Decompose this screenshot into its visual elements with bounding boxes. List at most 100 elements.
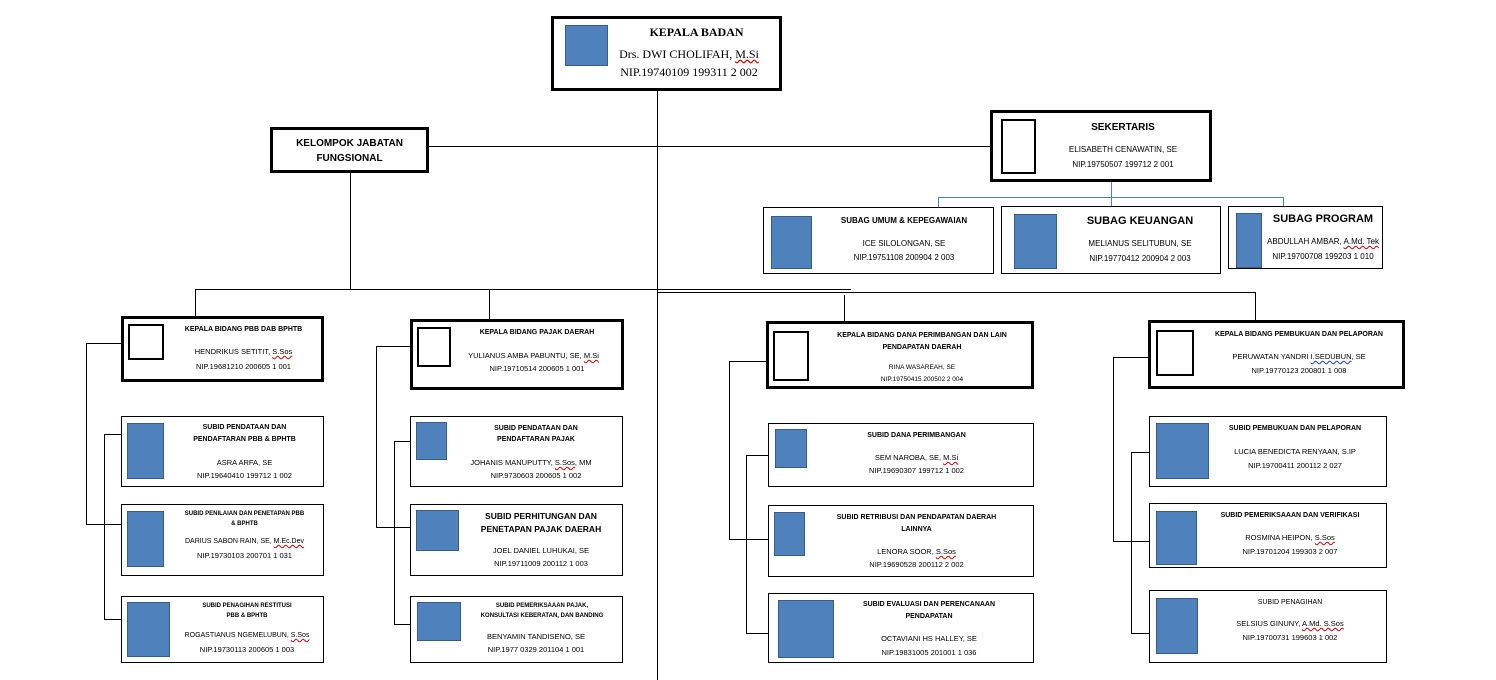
subid-pembukuan-3-name-main: SELSIUS GINUNY, xyxy=(1236,619,1303,628)
subag-program-title: SUBAG PROGRAM xyxy=(1272,213,1374,225)
bidang-perimbangan-name: RINA WASAREAH, SE xyxy=(888,364,956,371)
connector-col1-outer-v xyxy=(86,343,87,524)
subid-pajak-1-box[interactable]: SUBID PENDATAAN DAN PENDAFTARAN PAJAK JO… xyxy=(410,416,623,487)
subid-pbb-3-name: ROGASTIANUS NGEMELUBUN, S.Sos xyxy=(172,632,322,639)
subag-umum-name: ICE SILOLONGAN, SE xyxy=(862,239,946,248)
bidang-pajak-title: KEPALA BIDANG PAJAK DAERAH xyxy=(479,329,595,336)
subid-pembukuan-2-box[interactable]: SUBID PEMERIKSAAAN DAN VERIFIKASI ROSMIN… xyxy=(1149,503,1387,568)
subid-pajak-3-title1: SUBID PEMERIKSAAAN PAJAK, xyxy=(495,603,589,609)
subid-pajak-3-title2: KONSULTASI KEBERATAN, DAN BANDING xyxy=(480,613,604,619)
bidang-pbb-nip: NIP.19681210 200605 1 001 xyxy=(196,362,291,371)
subid-pajak-1-photo xyxy=(416,422,447,460)
bidang-pajak-box[interactable]: KEPALA BIDANG PAJAK DAERAH YULIANUS AMBA… xyxy=(410,319,624,390)
subid-pembukuan-2-nip: NIP.19701204 199303 2 007 xyxy=(1242,547,1338,556)
subid-pembukuan-1-box[interactable]: SUBID PEMBUKUAN DAN PELAPORAN LUCIA BENE… xyxy=(1149,416,1387,487)
subid-pbb-3-title2: PBB & BPHTB xyxy=(226,613,268,619)
subid-pajak-1-name: JOHANIS MANUPUTTY, S.Sos, MM xyxy=(441,458,621,467)
connector-col1-h3 xyxy=(104,434,122,435)
subid-pembukuan-1-name: LUCIA BENEDICTA RENYAAN, S.IP xyxy=(1234,447,1356,456)
bidang-pajak-name-degree: M.Si xyxy=(583,351,599,360)
subid-pbb-2-title2: & BPHTB xyxy=(231,521,258,527)
subag-program-box[interactable]: SUBAG PROGRAM ABDULLAH AMBAR, A.Md. Tek … xyxy=(1228,206,1383,269)
subag-program-photo xyxy=(1236,213,1262,268)
bidang-pembukuan-box[interactable]: KEPALA BIDANG PEMBUKUAN DAN PELAPORAN PE… xyxy=(1148,320,1405,389)
subid-perimbangan-3-title2: PENDAPATAN xyxy=(905,613,953,620)
bidang-perimbangan-title2: PENDAPATAN DAERAH xyxy=(882,344,962,351)
subid-pajak-2-photo xyxy=(416,510,459,551)
subid-pbb-2-name: DARIUS SABON RAIN, SE, M.Ec.Dev xyxy=(167,538,322,545)
head-title: KEPALA BADAN xyxy=(649,25,744,39)
subid-perimbangan-2-box[interactable]: SUBID RETRIBUSI DAN PENDAPATAN DAERAH LA… xyxy=(768,505,1034,577)
connector-bidang2-drop xyxy=(489,289,490,320)
sekertaris-title: SEKERTARIS xyxy=(1091,122,1155,133)
subid-perimbangan-1-name: SEM NAROBA, SE, M.Si xyxy=(809,453,1024,462)
connector-bidang4-drop xyxy=(1255,293,1256,321)
bidang-pbb-box[interactable]: KEPALA BIDANG PBB DAB BPHTB HENDRIKUS SE… xyxy=(121,316,324,382)
subid-perimbangan-1-box[interactable]: SUBID DANA PERIMBANGAN SEM NAROBA, SE, M… xyxy=(768,423,1034,487)
subag-umum-nip: NIP.19751108 200904 2 003 xyxy=(853,253,955,262)
connector-bidang-bar-right xyxy=(657,292,1256,293)
subid-pbb-2-name-degree: M.Ec.Dev xyxy=(273,538,305,545)
subid-pajak-1-name-main: JOHANIS MANUPUTTY, xyxy=(470,458,555,467)
connector-col4-h4 xyxy=(1131,633,1149,634)
subid-pbb-3-box[interactable]: SUBID PENAGIHAN RESTITUSI PBB & BPHTB RO… xyxy=(121,596,324,663)
connector-staff-line xyxy=(429,146,992,147)
connector-bidang1-drop xyxy=(195,289,196,318)
subag-keuangan-nip: NIP.19770412 200904 2 003 xyxy=(1089,254,1191,263)
subid-pbb-2-box[interactable]: SUBID PENILAIAN DAN PENETAPAN PBB & BPHT… xyxy=(121,504,324,576)
subag-keuangan-box[interactable]: SUBAG KEUANGAN MELIANUS SELITUBUN, SE NI… xyxy=(1001,206,1221,274)
subag-program-nip: NIP.19700708 199203 1 010 xyxy=(1272,252,1374,261)
subid-perimbangan-2-title2: LAINNYA xyxy=(901,526,932,533)
subid-pajak-2-title2: PENETAPAN PAJAK DAERAH xyxy=(480,524,602,534)
fungsional-line2: FUNGSIONAL xyxy=(316,153,383,164)
subid-perimbangan-2-nip: NIP.19690528 200112 2 002 xyxy=(869,560,964,569)
bidang-perimbangan-title1: KEPALA BIDANG DANA PERIMBANGAN DAN LAIN xyxy=(837,332,1007,339)
connector-bidang3-drop xyxy=(844,295,845,323)
sekertaris-name: ELISABETH CENAWATIN, SE xyxy=(1068,145,1178,154)
head-name-degree: M.Si xyxy=(735,47,759,61)
subag-umum-box[interactable]: SUBAG UMUM & KEPEGAWAIAN ICE SILOLONGAN,… xyxy=(763,207,994,274)
connector-col4-inner-v xyxy=(1131,452,1132,633)
subid-perimbangan-3-box[interactable]: SUBID EVALUASI DAN PERENCANAAN PENDAPATA… xyxy=(768,593,1034,663)
connector-subag3-drop xyxy=(1283,197,1284,206)
subid-perimbangan-1-name-degree: M.Si xyxy=(943,453,959,462)
head-name-main: Drs. DWI CHOLIFAH, xyxy=(619,47,736,61)
subid-pbb-1-box[interactable]: SUBID PENDATAAN DAN PENDAFTARAN PBB & BP… xyxy=(121,416,324,487)
subid-pajak-2-box[interactable]: SUBID PERHITUNGAN DAN PENETAPAN PAJAK DA… xyxy=(410,504,623,576)
subid-pbb-3-nip: NIP.19730113 200605 1 003 xyxy=(199,645,295,654)
subid-pajak-3-photo xyxy=(417,602,461,641)
fungsional-box[interactable]: KELOMPOK JABATAN FUNGSIONAL xyxy=(270,127,429,173)
subid-pembukuan-3-title: SUBID PENAGIHAN xyxy=(1257,599,1323,606)
subag-umum-title: SUBAG UMUM & KEPEGAWAIAN xyxy=(840,216,968,225)
subid-pajak-3-nip: NIP.1977 0329 201104 1 001 xyxy=(487,645,585,654)
bidang-pbb-photo xyxy=(128,324,164,360)
subid-pbb-3-title1: SUBID PENAGIHAN RESTITUSI xyxy=(202,603,292,609)
subid-pbb-1-photo xyxy=(127,423,164,479)
connector-col2-inner-v xyxy=(394,441,395,624)
subid-pbb-1-title2: PENDAFTARAN PBB & BPHTB xyxy=(193,436,296,443)
bidang-perimbangan-box[interactable]: KEPALA BIDANG DANA PERIMBANGAN DAN LAIN … xyxy=(766,321,1034,389)
subid-pajak-3-box[interactable]: SUBID PEMERIKSAAAN PAJAK, KONSULTASI KEB… xyxy=(410,596,623,663)
connector-col4-h1 xyxy=(1113,357,1149,358)
bidang-pembukuan-name-main: PERUWATAN YANDRI xyxy=(1232,352,1311,361)
subag-program-name-main: ABDULLAH AMBAR, xyxy=(1267,237,1344,246)
bidang-pembukuan-name-degree: I.SEDUBUN xyxy=(1310,352,1352,361)
connector-col1-h4 xyxy=(104,619,122,620)
bidang-pajak-name-main: YULIANUS AMBA PABUNTU, SE, xyxy=(468,351,584,360)
subid-pajak-1-name-suffix: , MM xyxy=(574,458,592,467)
subid-pembukuan-3-box[interactable]: SUBID PENAGIHAN SELSIUS GINUNY, A.Md. S.… xyxy=(1149,590,1387,663)
subid-pajak-2-nip: NIP.19711009 200112 1 003 xyxy=(494,559,588,568)
subid-perimbangan-3-nip: NIP.19831005 201001 1 036 xyxy=(881,648,977,657)
connector-col2-h2 xyxy=(376,527,411,528)
subag-program-name: ABDULLAH AMBAR, A.Md. Tek xyxy=(1265,237,1381,246)
subid-pbb-1-title1: SUBID PENDATAAN DAN xyxy=(202,424,287,431)
bidang-pbb-name-main: HENDRIKUS SETITIT, xyxy=(194,347,273,356)
subid-pbb-2-title1: SUBID PENILAIAN DAN PENETAPAN PBB xyxy=(184,511,305,517)
bidang-pembukuan-photo xyxy=(1156,330,1194,376)
subid-perimbangan-3-title1: SUBID EVALUASI DAN PERENCANAAN xyxy=(862,601,996,608)
bidang-pbb-name-degree: S.Sos xyxy=(272,347,293,356)
connector-col2-outer-v xyxy=(376,346,377,527)
head-box[interactable]: KEPALA BADAN Drs. DWI CHOLIFAH, M.Si NIP… xyxy=(551,16,782,91)
sekertaris-box[interactable]: SEKERTARIS ELISABETH CENAWATIN, SE NIP.1… xyxy=(990,110,1212,182)
subid-perimbangan-2-name-degree: S.Sos xyxy=(935,547,956,556)
